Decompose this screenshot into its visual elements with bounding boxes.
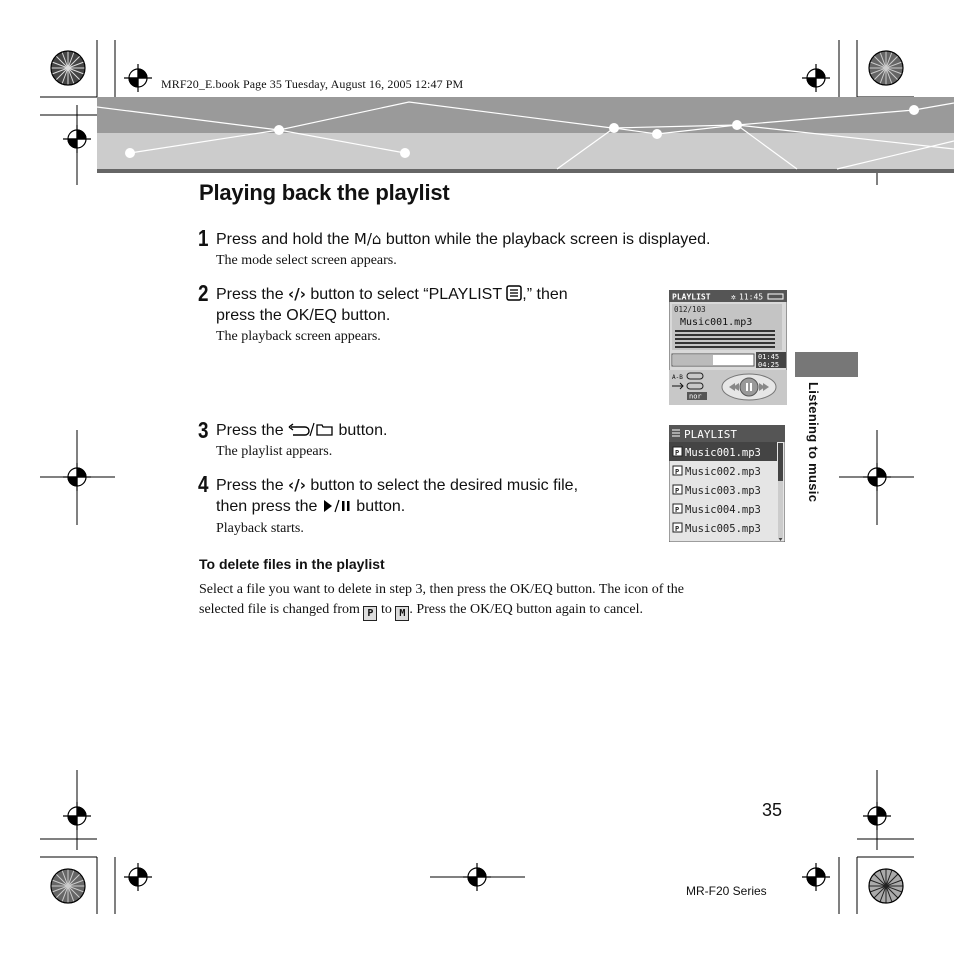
step-4-text: Press the ‹/› button to select the desir…	[216, 474, 578, 497]
step-2-text-mid: button to select “PLAYLIST	[305, 286, 507, 303]
step-2-sub: The playback screen appears.	[216, 329, 381, 344]
delete-body-line1: Select a file you want to delete in step…	[199, 582, 684, 597]
page-number: 35	[762, 800, 783, 820]
lcd1-ab: A-B	[672, 374, 683, 381]
svg-text:✲: ✲	[731, 293, 736, 302]
playlist-item: Music002.mp3	[685, 466, 761, 478]
playlist-icon	[506, 285, 523, 301]
step-1-text-before: Press and hold the	[216, 231, 354, 248]
series-name: MR-F20 Series	[686, 884, 767, 898]
scrollbar-thumb	[778, 443, 783, 481]
battery-icon	[767, 293, 784, 300]
delete-body: Select a file you want to delete in step…	[199, 580, 799, 621]
step-2-number: 2	[198, 280, 209, 306]
progress-fill	[673, 355, 713, 365]
step-4-text-before: Press the	[216, 477, 289, 494]
step-4-number: 4	[198, 471, 209, 497]
playlist-file-icon: P	[363, 606, 378, 621]
playlist-item: Music005.mp3	[685, 523, 761, 535]
step-2-text: Press the ‹/› button to select “PLAYLIST…	[216, 283, 568, 306]
lcd2-header: PLAYLIST	[684, 428, 737, 441]
svg-text:P: P	[675, 487, 679, 495]
section-tab	[795, 352, 858, 377]
ab-repeat-icon	[686, 372, 704, 380]
step-4-line2-after: button.	[351, 498, 406, 515]
step-3-text: Press the button.	[216, 420, 387, 442]
step-2-line2: press the OK/EQ button.	[216, 307, 391, 324]
lcd1-track: Music001.mp3	[680, 317, 752, 328]
section-label: Listening to music	[806, 382, 821, 503]
step-3-text-after: button.	[334, 422, 388, 439]
playlist-item: Music001.mp3	[685, 447, 761, 459]
marked-file-icon: M	[395, 606, 410, 621]
playlist-header-icon	[672, 429, 680, 437]
header-band	[97, 97, 954, 173]
step-3-number: 3	[198, 417, 209, 443]
play-pause-icon	[323, 499, 350, 513]
svg-text:P: P	[675, 449, 679, 457]
scroll-down-icon	[778, 538, 783, 541]
step-3-text-before: Press the	[216, 422, 289, 439]
lcd1-mode: nor	[689, 393, 702, 401]
lcd1-track-count: 012/103	[674, 305, 706, 314]
playlist-screen-image: PLAYLIST P Music001.mp3 P Music002.mp3 P…	[669, 425, 785, 542]
step-4-line2: then press the button.	[216, 496, 405, 518]
scrollbar	[778, 443, 783, 538]
step-2-text-after: ,” then	[522, 286, 568, 303]
step-1-number: 1	[198, 225, 209, 251]
step-4-text-after: button to select the desired music file,	[305, 477, 579, 494]
lcd1-header: PLAYLIST	[672, 293, 711, 302]
playlist-rows: P Music001.mp3 P Music002.mp3 P Music003…	[672, 446, 761, 535]
lcd1-elapsed: 01:45	[758, 353, 779, 361]
equalizer-bars	[675, 330, 775, 348]
svg-text:P: P	[675, 525, 679, 533]
playback-screen-image: PLAYLIST ✲ 11:45 012/103 Music001.mp3 01…	[669, 290, 787, 405]
left-right-button-glyph: ‹/›	[288, 285, 306, 303]
m-home-button-glyph: M/⌂	[353, 230, 382, 248]
lcd1-clock: 11:45	[739, 293, 763, 302]
step-1-text: Press and hold the M/⌂ button while the …	[216, 228, 710, 251]
step-3-sub: The playlist appears.	[216, 444, 333, 459]
step-1-text-after: button while the playback screen is disp…	[381, 231, 711, 248]
back-folder-icon	[288, 422, 333, 437]
step-2-text-before: Press the	[216, 286, 289, 303]
delete-heading: To delete files in the playlist	[199, 556, 385, 572]
svg-text:P: P	[675, 506, 679, 514]
arrow-icon	[672, 382, 684, 390]
step-1-sub: The mode select screen appears.	[216, 253, 397, 268]
playlist-item: Music004.mp3	[685, 504, 761, 516]
playlist-item: Music003.mp3	[685, 485, 761, 497]
page-title: Playing back the playlist	[199, 180, 450, 205]
step-4-line2-before: then press the	[216, 498, 322, 515]
delete-body-line2: selected file is changed from P to M. Pr…	[199, 602, 643, 621]
lcd1-total: 04:25	[758, 361, 779, 369]
step-4-sub: Playback starts.	[216, 521, 304, 536]
svg-text:P: P	[675, 468, 679, 476]
slug-line: MRF20_E.book Page 35 Tuesday, August 16,…	[161, 77, 464, 91]
repeat-icon	[686, 382, 704, 390]
left-right-button-glyph: ‹/›	[288, 476, 306, 494]
